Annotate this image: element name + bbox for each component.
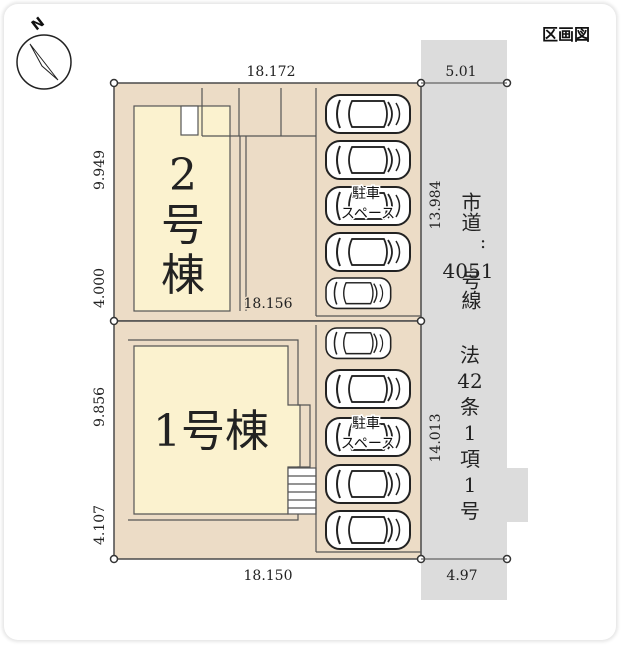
dim-road-top: 5.01: [445, 64, 476, 80]
car-icon: [325, 327, 392, 360]
dimension-lines: [421, 82, 507, 560]
car-icon: [325, 369, 411, 409]
dim-lot2-depth-upper: 9.949: [92, 150, 108, 190]
map-title: 区画図: [542, 25, 590, 44]
road-suffix: 号線: [458, 270, 482, 310]
north-label: N: [29, 14, 48, 34]
survey-points: [109, 78, 512, 564]
building-2-char2: 棟: [161, 250, 205, 301]
dim-lot1-depth-upper: 9.856: [92, 387, 108, 427]
compass-ring: [16, 34, 72, 90]
building-1-label: 1号棟: [153, 406, 269, 457]
compass: N: [16, 14, 72, 90]
car-icon: [325, 232, 411, 272]
law-item-num: 1: [464, 473, 477, 497]
road-sep: :: [480, 232, 486, 253]
parking-2-label-line1: 駐車: [352, 185, 380, 202]
law-clause: 項: [460, 447, 480, 471]
dim-road-bottom: 4.97: [446, 568, 477, 584]
law-number: 42: [457, 369, 482, 393]
lot-2-details: [133, 88, 421, 317]
house-2-footprint: [133, 105, 231, 312]
public-road: [421, 40, 528, 600]
dim-top-width: 18.172: [247, 64, 296, 80]
car-icon: [325, 140, 411, 180]
dim-parking1-frontage: 14.013: [428, 414, 444, 463]
car-icon: [325, 510, 411, 550]
road-number: 4051: [443, 259, 494, 283]
car-icon: [325, 94, 411, 134]
parking-labels: 駐車 スペース 駐車 スペース: [339, 184, 396, 454]
car-icon: [325, 277, 392, 310]
lot-1-details: [128, 325, 421, 553]
building-2-char1: 号: [161, 200, 205, 251]
dim-lot2-depth-lower: 4.000: [92, 268, 108, 308]
road-label: 市道 : 4051 号線 法 42 条 1 項 1 号: [443, 192, 494, 523]
parking-1-label-line2: スペース: [341, 436, 395, 452]
dim-bottom-width: 18.150: [244, 568, 293, 584]
building-2-number: 2: [169, 150, 197, 201]
law-char: 法: [460, 343, 480, 367]
dim-lot1-depth-lower: 4.107: [92, 505, 108, 545]
parking-2-label-line2: スペース: [341, 206, 395, 222]
law-item: 号: [460, 499, 480, 523]
law-article: 条: [460, 395, 480, 419]
car-icon: [325, 464, 411, 504]
dim-mid-width: 18.156: [244, 296, 293, 312]
parking-1-label-line1: 駐車: [352, 415, 380, 432]
law-clause-num: 1: [464, 421, 477, 445]
dim-parking2-frontage: 13.984: [428, 180, 444, 229]
road-name: 市道: [458, 192, 482, 232]
